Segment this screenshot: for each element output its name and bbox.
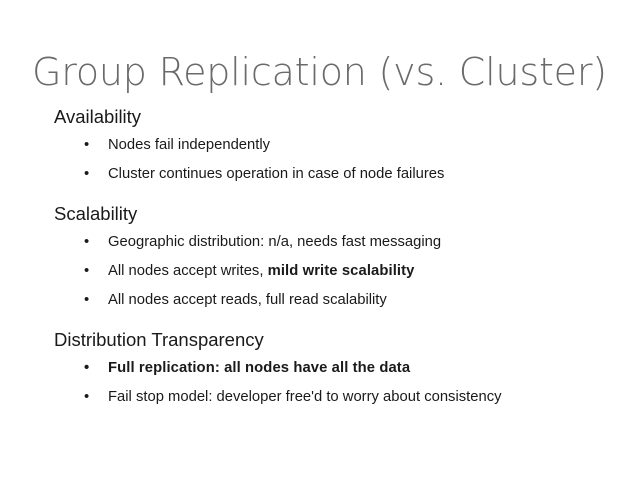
content-section-distribution-transparency: Distribution Transparency • Full replica… (0, 327, 638, 409)
list-item-text-emphasis: mild write scalability (267, 263, 415, 279)
bullet-list: • Full replication: all nodes have all t… (0, 357, 638, 409)
list-item: • Cluster continues operation in case of… (0, 163, 638, 186)
list-item-text: Geographic distribution: n/a, needs fast… (108, 234, 442, 250)
bullet-list: • Geographic distribution: n/a, needs fa… (0, 231, 638, 312)
bullet-dot-icon: • (84, 292, 90, 308)
list-item: • Geographic distribution: n/a, needs fa… (0, 231, 638, 254)
list-item-text: All nodes accept reads, full read scalab… (108, 292, 387, 308)
slide-content-body: Availability • Nodes fail independently … (0, 104, 638, 409)
bullet-dot-icon: • (84, 360, 90, 376)
list-item: • Fail stop model: developer free'd to w… (0, 386, 638, 409)
list-item: • All nodes accept writes, mild write sc… (0, 260, 638, 283)
list-item-text: Nodes fail independently (108, 137, 271, 153)
list-item: • Nodes fail independently (0, 134, 638, 157)
bullet-dot-icon: • (84, 263, 90, 279)
list-item-text-plain: All nodes accept writes, (108, 263, 268, 279)
content-section-scalability: Scalability • Geographic distribution: n… (0, 201, 638, 312)
bullet-dot-icon: • (84, 389, 90, 405)
list-item-text: All nodes accept writes, mild write scal… (108, 263, 415, 279)
list-item-text: Full replication: all nodes have all the… (108, 360, 411, 376)
list-item: • All nodes accept reads, full read scal… (0, 289, 638, 312)
bullet-list: • Nodes fail independently • Cluster con… (0, 134, 638, 186)
content-section-availability: Availability • Nodes fail independently … (0, 104, 638, 186)
section-heading: Availability (54, 106, 142, 127)
page-title: Group Replication (vs. Cluster) (32, 50, 607, 95)
list-item-text: Cluster continues operation in case of n… (108, 166, 445, 182)
list-item-text: Fail stop model: developer free'd to wor… (108, 389, 502, 405)
bullet-dot-icon: • (84, 137, 90, 153)
list-item: • Full replication: all nodes have all t… (0, 357, 638, 380)
section-heading: Scalability (54, 203, 138, 224)
section-heading: Distribution Transparency (54, 329, 264, 350)
bullet-dot-icon: • (84, 166, 90, 182)
bullet-dot-icon: • (84, 234, 90, 250)
